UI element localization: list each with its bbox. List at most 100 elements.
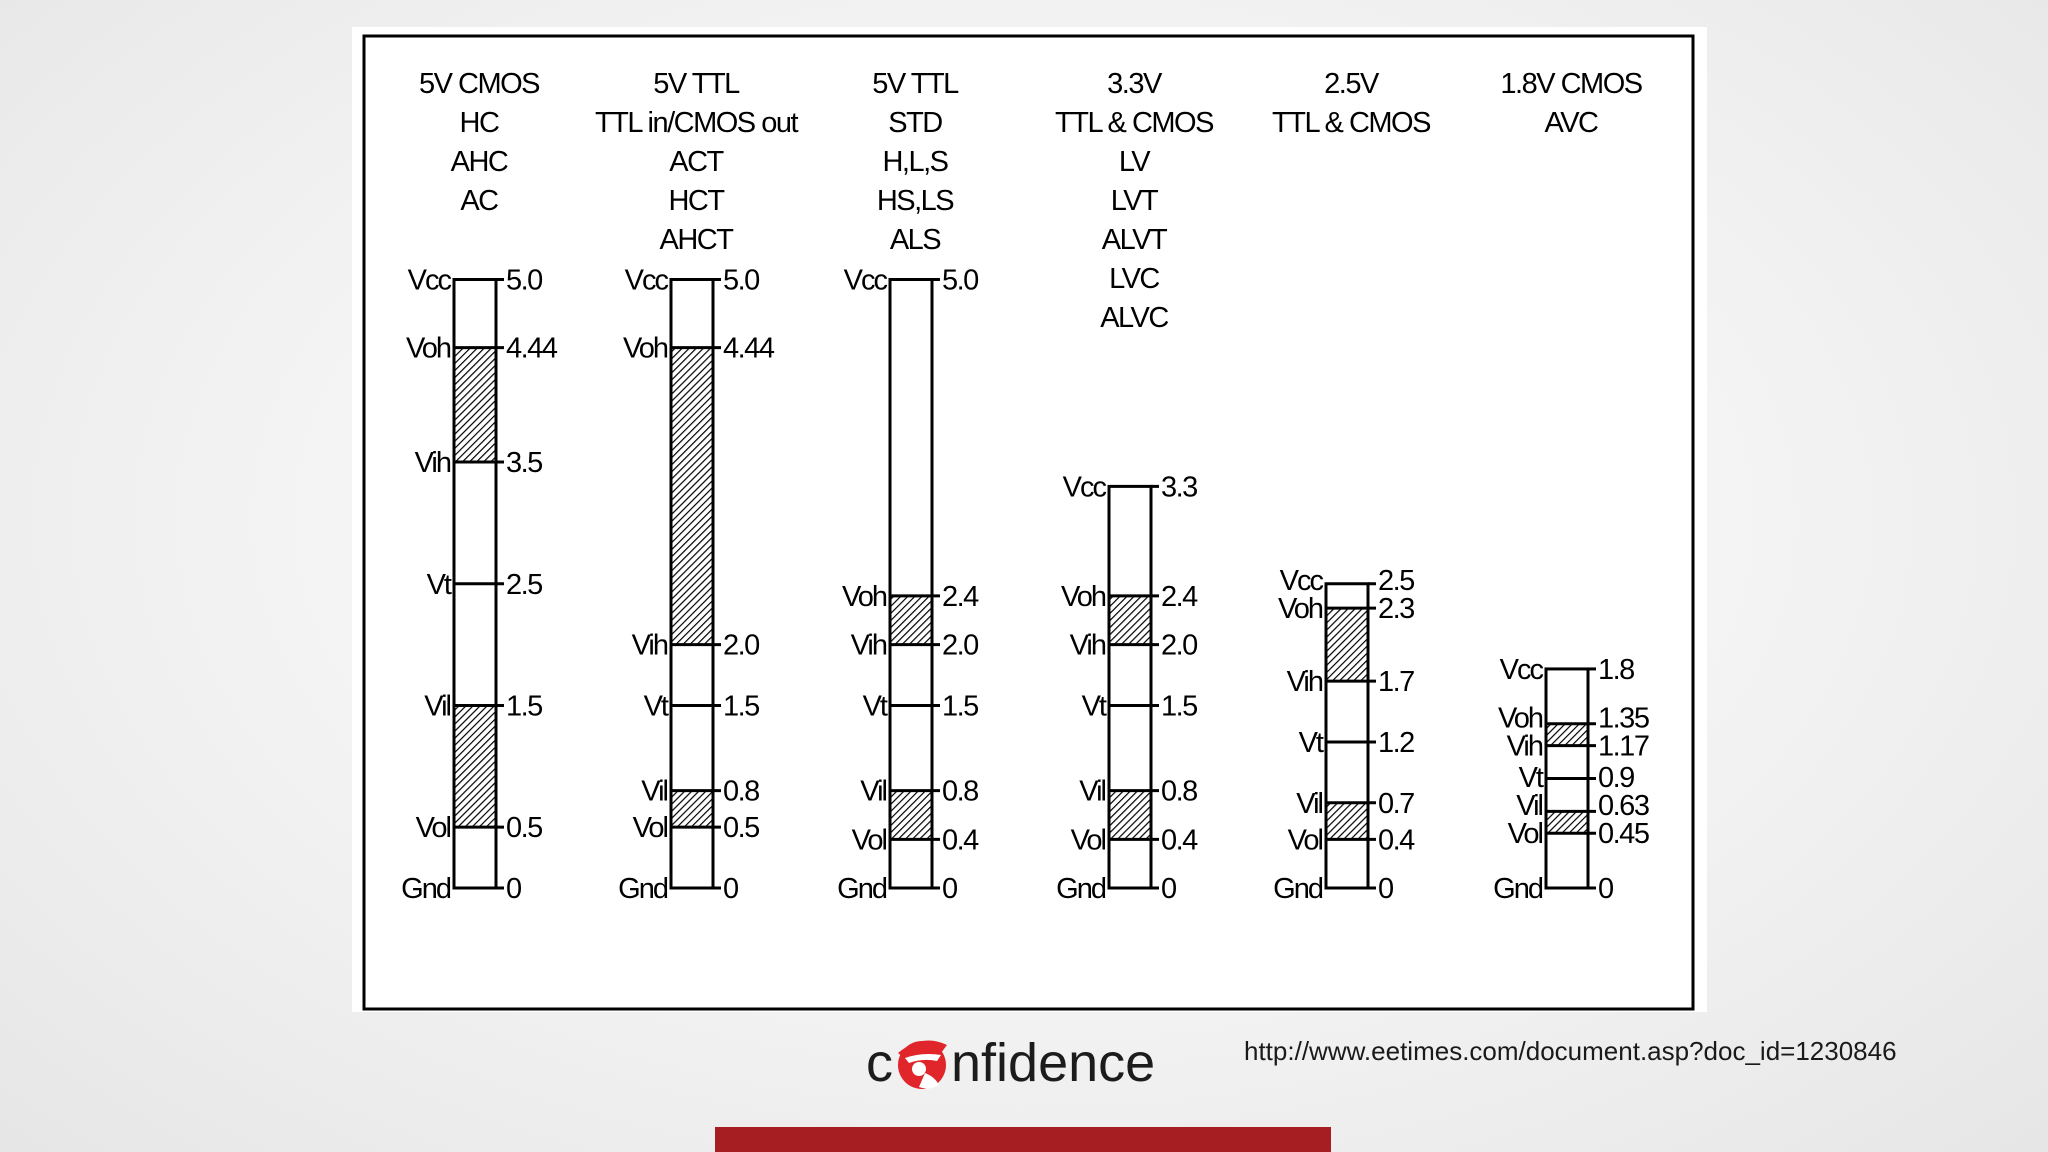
level-name: Vcc [844,265,888,297]
level-name: Voh [842,581,887,613]
level-name: Vt [427,569,452,601]
level-value: 2.5 [1378,565,1414,597]
noise-margin-band [1326,608,1368,682]
column-header-line: 5V TTL [653,68,740,100]
level-name: Vil [1516,790,1542,822]
footer-bar [715,1127,1331,1152]
level-value: 1.5 [942,690,978,722]
column-header-line: TTL & CMOS [1055,107,1214,139]
level-name: Vcc [625,265,669,297]
level-name: Vt [863,690,888,722]
column-header-line: LV [1119,146,1151,178]
level-name: Gnd [1056,873,1106,905]
level-name: Vt [644,690,669,722]
column-header-line: TTL & CMOS [1272,107,1431,139]
column-header-line: AVC [1545,107,1599,139]
level-name: Vol [1288,824,1323,856]
level-name: Voh [1278,593,1323,625]
level-name: Vol [416,812,451,844]
noise-margin-band [890,595,932,645]
level-value: 0.63 [1598,790,1649,822]
level-value: 5.0 [723,265,759,297]
level-name: Vol [852,824,887,856]
level-name: Vih [1070,630,1106,662]
level-value: 1.2 [1378,727,1414,759]
level-name: Vt [1519,762,1544,794]
level-name: Vih [415,447,451,479]
level-value: 1.17 [1598,731,1649,763]
column-header-line: 5V CMOS [419,68,540,100]
level-name: Vih [1287,666,1323,698]
column-header-line: 1.8V CMOS [1500,68,1642,100]
level-name: Vil [1079,776,1105,808]
level-name: Vcc [1280,565,1324,597]
voltage-bar [888,278,934,890]
confidence-logo: c nfidence [866,1028,1155,1098]
level-value: 0 [506,873,521,905]
level-value: 0.4 [942,824,979,856]
level-value: 0.8 [1161,776,1197,808]
level-value: 0.7 [1378,788,1414,820]
level-value: 0 [723,873,738,905]
level-name: Vil [641,776,667,808]
noise-margin-band [1546,811,1588,834]
level-value: 0.5 [506,812,542,844]
column-header-line: LVT [1111,185,1159,217]
level-name: Vol [1071,824,1106,856]
noise-margin-band [1326,802,1368,840]
level-name: Vih [1507,731,1543,763]
level-value: 0.4 [1161,824,1198,856]
level-name: Voh [406,333,451,365]
column-header-line: HS,LS [877,185,954,217]
level-name: Vol [633,812,668,844]
level-name: Vt [1299,727,1324,759]
voltage-bar [1107,484,1153,890]
column-header-line: ALVC [1100,302,1168,334]
level-name: Vcc [408,265,452,297]
noise-margin-band [1109,595,1151,645]
level-value: 2.3 [1378,593,1414,625]
level-name: Vcc [1063,471,1107,503]
level-name: Gnd [837,873,887,905]
level-value: 0.8 [942,776,978,808]
level-value: 1.7 [1378,666,1414,698]
level-value: 0 [942,873,957,905]
level-value: 2.0 [942,630,978,662]
level-value: 0.8 [723,776,759,808]
column-header-line: H,L,S [882,146,948,178]
voltage-bar [669,278,715,890]
level-name: Vcc [1500,654,1544,686]
column-header-line: HCT [668,185,725,217]
level-name: Vt [1082,690,1107,722]
column-header-line: AHC [451,146,508,178]
level-value: 5.0 [506,265,542,297]
noise-margin-band [454,347,496,463]
level-value: 3.3 [1161,471,1197,503]
level-value: 3.5 [506,447,542,479]
column-header-line: AHCT [660,224,735,256]
level-value: 1.5 [506,690,542,722]
column-header-line: HC [460,107,499,139]
level-value: 5.0 [942,265,978,297]
level-name: Vol [1508,818,1543,850]
column-header-line: 3.3V [1107,68,1163,100]
column-header-line: AC [460,185,498,217]
diagram-frame [362,34,1695,1011]
level-name: Vil [424,690,450,722]
voltage-bar [1324,582,1370,890]
level-name: Gnd [1273,873,1323,905]
logo-suffix: nfidence [951,1033,1156,1093]
level-value: 0 [1598,873,1613,905]
level-name: Gnd [1493,873,1543,905]
level-name: Voh [1498,703,1543,735]
level-value: 0 [1378,873,1393,905]
level-value: 1.35 [1598,703,1649,735]
source-url[interactable]: http://www.eetimes.com/document.asp?doc_… [1244,1036,1897,1066]
